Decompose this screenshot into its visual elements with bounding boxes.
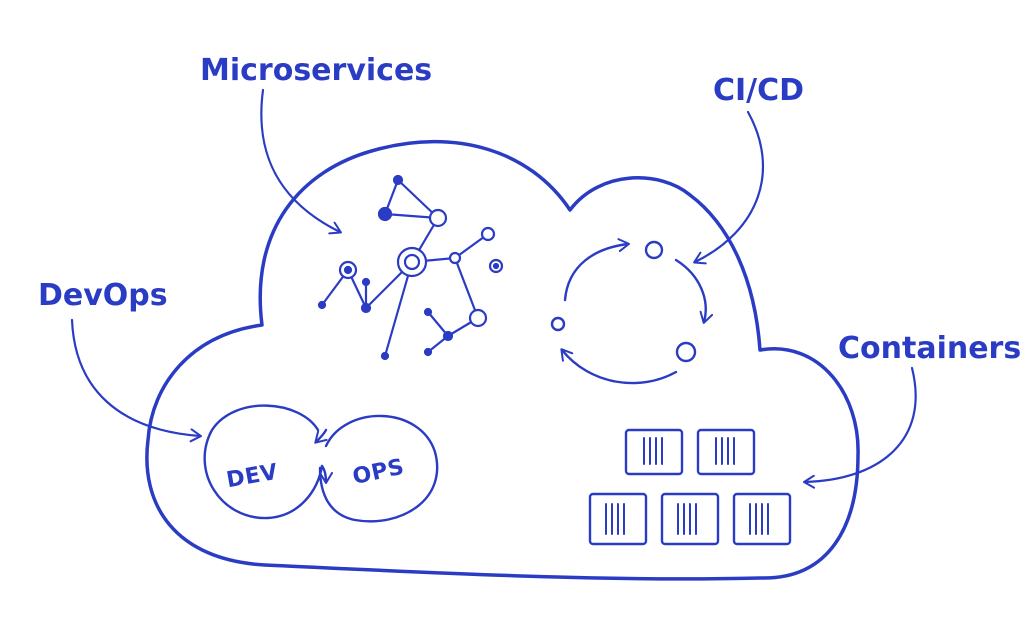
label-cicd: CI/CD — [713, 73, 804, 108]
label-devops: DevOps — [38, 278, 168, 313]
container-stack-icon — [588, 428, 792, 546]
cycle-arrows-icon — [550, 238, 714, 385]
label-containers: Containers — [838, 331, 1021, 366]
arrow-cicd — [693, 110, 765, 265]
devops-loop-icon — [203, 404, 439, 523]
network-graph-icon — [317, 174, 504, 361]
cloud-icon — [145, 139, 860, 581]
label-dev: DEV — [225, 460, 280, 494]
arrow-microservices — [260, 88, 342, 235]
label-microservices: Microservices — [200, 53, 432, 88]
arrow-devops — [70, 318, 202, 443]
arrow-containers — [803, 366, 917, 489]
label-ops: OPS — [350, 455, 406, 490]
